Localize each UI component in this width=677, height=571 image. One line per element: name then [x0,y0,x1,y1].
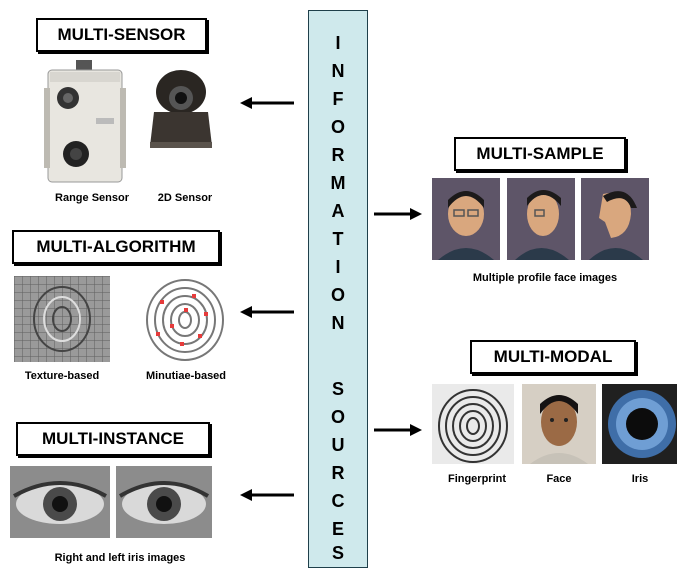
multi-sensor-title: MULTI-SENSOR [36,18,207,52]
sources-letter: C [331,491,345,511]
fingerprint-caption: Fingerprint [447,473,507,485]
info-letter: I [335,257,341,277]
face-profile-image [581,178,649,260]
sources-letter: S [331,379,344,399]
sources-letter: E [331,519,344,539]
info-letter: F [332,89,344,109]
arrow-to-multi-instance [240,489,294,501]
minutiae-based-image [140,276,230,362]
arrow-to-multi-sensor [240,97,294,109]
iris-image [602,384,677,464]
info-letter: T [332,229,344,249]
info-letter: N [331,61,345,81]
info-letter: O [330,117,345,137]
sources-letter: O [330,407,345,427]
multi-modal-title: MULTI-MODAL [470,340,636,374]
iris-images-caption: Right and left iris images [54,552,186,564]
info-letter: R [331,145,345,165]
info-letter: A [331,201,345,221]
right-iris-image [10,466,110,538]
face-image [522,384,596,464]
arrow-to-multi-modal [374,424,422,436]
multi-instance-title: MULTI-INSTANCE [16,422,210,456]
minutiae-based-caption: Minutiae-based [145,370,227,382]
range-sensor-caption: Range Sensor [55,192,129,204]
info-letter: I [335,33,341,53]
multi-algorithm-title: MULTI-ALGORITHM [12,230,220,264]
face-three-quarter-image [507,178,575,260]
info-letter: O [330,285,345,305]
face-images-caption: Multiple profile face images [472,272,618,284]
information-sources-column: I N F O R M A T I O N S O U R C E S [308,10,368,568]
2d-sensor-image [146,68,216,150]
fingerprint-image [432,384,514,464]
iris-caption: Iris [631,473,649,485]
face-frontal-image [432,178,500,260]
texture-based-caption: Texture-based [24,370,100,382]
face-caption: Face [546,473,572,485]
sources-letter: R [331,463,345,483]
2d-sensor-caption: 2D Sensor [157,192,213,204]
arrow-to-multi-sample [374,208,422,220]
texture-based-image [14,276,110,362]
info-letter: M [330,173,346,193]
info-letter: N [331,313,345,333]
arrow-to-multi-algorithm [240,306,294,318]
range-sensor-image [40,58,130,186]
sources-letter: S [331,543,344,563]
sources-letter: U [331,435,345,455]
left-iris-image [116,466,212,538]
multi-sample-title: MULTI-SAMPLE [454,137,626,171]
